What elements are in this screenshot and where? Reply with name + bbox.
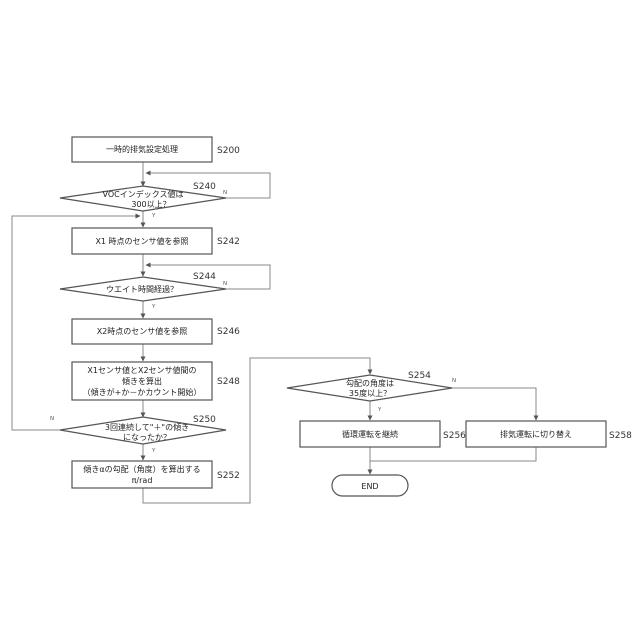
s246-text: X2時点のセンサ値を参照 bbox=[97, 326, 188, 336]
s258-text: 排気運転に切り替え bbox=[500, 429, 572, 439]
process-s242: X1 時点のセンサ値を参照 S242 bbox=[72, 228, 240, 254]
s250-no-label: N bbox=[50, 416, 54, 422]
s250-text-line1: 3回連続して"＋"の傾き bbox=[105, 422, 189, 432]
decision-s240: VOCインデックス値は 300以上？ S240 N Y bbox=[60, 182, 227, 219]
end-text: END bbox=[361, 482, 378, 491]
s256-step-label: S256 bbox=[443, 431, 466, 441]
s252-text-line2: π/rad bbox=[132, 476, 153, 485]
s252-step-label: S252 bbox=[217, 471, 240, 481]
s248-text-line3: （傾きが+か－かカウント開始） bbox=[83, 387, 202, 397]
s240-text-line2: 300以上？ bbox=[131, 200, 170, 209]
s244-no-label: N bbox=[223, 281, 227, 287]
s250-step-label: S250 bbox=[193, 415, 216, 425]
s244-text: ウエイト時間経過？ bbox=[106, 284, 178, 294]
s254-yes-label: Y bbox=[377, 407, 382, 413]
s240-step-label: S240 bbox=[193, 182, 216, 192]
s254-step-label: S254 bbox=[408, 371, 431, 381]
process-s246: X2時点のセンサ値を参照 S246 bbox=[72, 319, 240, 344]
process-s252: 傾きαの勾配（角度）を算出する π/rad S252 bbox=[72, 461, 240, 488]
s252-text-line1: 傾きαの勾配（角度）を算出する bbox=[83, 464, 200, 474]
s240-no-label: N bbox=[223, 190, 227, 196]
s242-text: X1 時点のセンサ値を参照 bbox=[95, 236, 188, 246]
s244-yes-label: Y bbox=[151, 304, 156, 310]
decision-s244: ウエイト時間経過？ S244 N Y bbox=[60, 272, 227, 310]
s200-step-label: S200 bbox=[217, 146, 240, 156]
process-s200: 一時的排気設定処理 S200 bbox=[72, 137, 240, 162]
decision-s250: 3回連続して"＋"の傾き になったか？ S250 N Y bbox=[50, 415, 226, 454]
s254-text-line2: 35度以上？ bbox=[349, 388, 391, 398]
s248-text-line2: 傾きを算出 bbox=[122, 376, 162, 386]
process-s258: 排気運転に切り替え S258 bbox=[466, 421, 632, 447]
s256-text: 循環運転を継続 bbox=[342, 429, 398, 439]
s258-step-label: S258 bbox=[609, 431, 632, 441]
s248-text-line1: X1センサ値とX2センサ値間の bbox=[87, 365, 196, 375]
process-s248: X1センサ値とX2センサ値間の 傾きを算出 （傾きが+か－かカウント開始） S2… bbox=[72, 362, 240, 400]
s246-step-label: S246 bbox=[217, 327, 240, 337]
s200-text: 一時的排気設定処理 bbox=[106, 144, 178, 154]
s254-no-label: N bbox=[452, 378, 456, 384]
s240-yes-label: Y bbox=[151, 213, 156, 219]
terminal-end: END bbox=[332, 475, 408, 496]
s250-yes-label: Y bbox=[151, 448, 156, 454]
process-s256: 循環運転を継続 S256 bbox=[300, 421, 466, 447]
decision-s254: 勾配の角度は 35度以上？ S254 N Y bbox=[287, 371, 456, 413]
s244-step-label: S244 bbox=[193, 272, 216, 282]
s248-step-label: S248 bbox=[217, 377, 240, 387]
s242-step-label: S242 bbox=[217, 237, 240, 247]
s250-text-line2: になったか？ bbox=[123, 433, 171, 442]
s254-text-line1: 勾配の角度は bbox=[346, 378, 394, 388]
s240-text-line1: VOCインデックス値は bbox=[103, 189, 184, 199]
